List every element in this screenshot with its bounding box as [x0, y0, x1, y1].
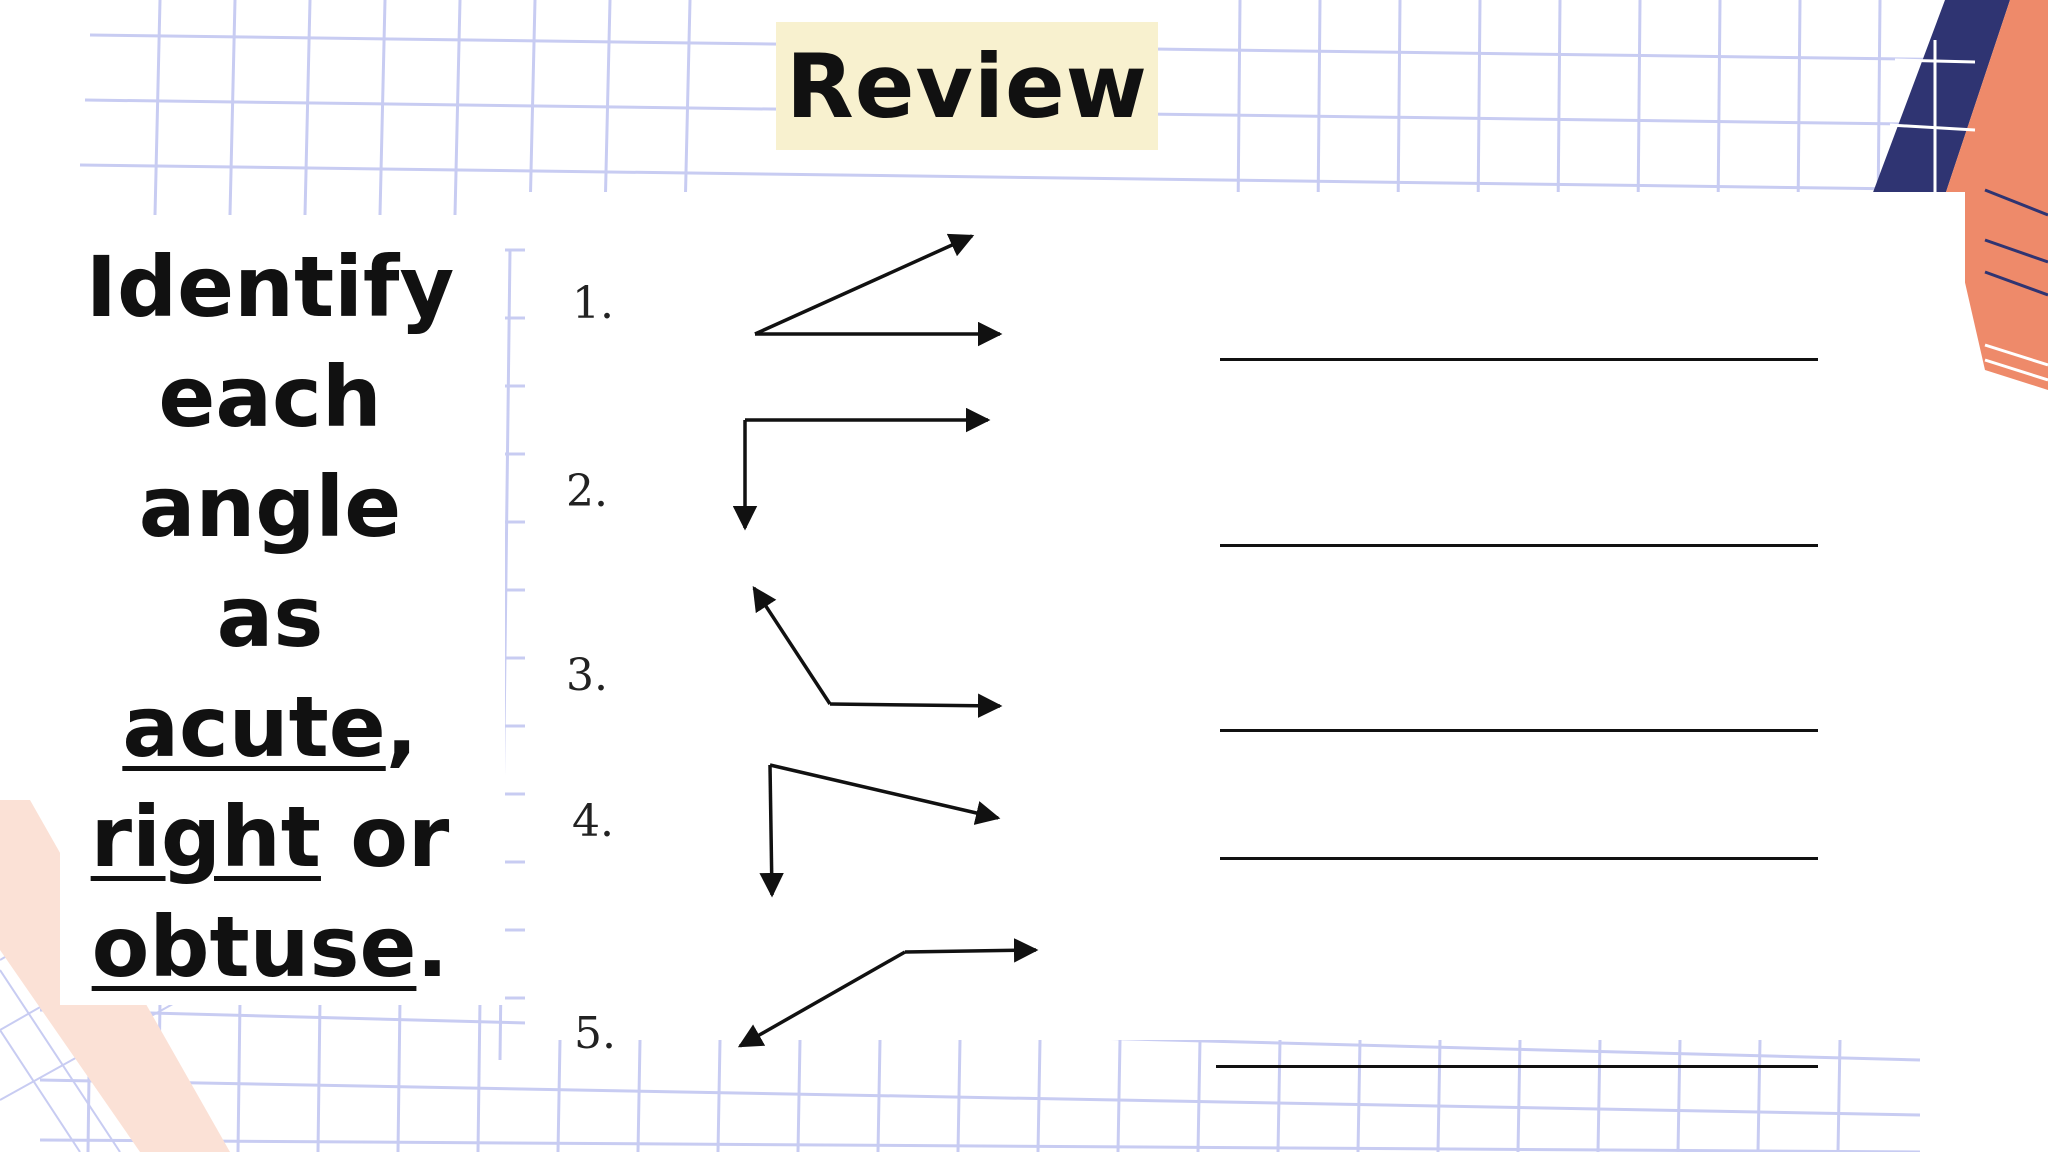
item-number-4: 4. — [572, 796, 614, 847]
word-or: or — [320, 788, 450, 886]
instruction-line-2: each — [158, 348, 382, 446]
item-number-5: 5. — [574, 1008, 616, 1059]
instruction-line-3: angle — [138, 458, 402, 556]
instruction-line-4: as — [216, 568, 324, 666]
angle-3-obtuse — [752, 585, 1003, 718]
navy-stripe — [1872, 0, 2010, 195]
word-obtuse: obtuse — [91, 898, 417, 996]
answer-line-2[interactable] — [1220, 544, 1818, 547]
answer-line-1[interactable] — [1220, 358, 1818, 361]
title-banner: Review — [776, 22, 1158, 150]
answer-line-3[interactable] — [1220, 729, 1818, 732]
comma: , — [385, 678, 418, 776]
angle-5-obtuse — [737, 938, 1039, 1048]
grid-top — [79, 0, 1981, 216]
answer-line-4[interactable] — [1220, 857, 1818, 860]
instruction-line-1: Identify — [85, 238, 455, 336]
instruction-line-6: right or — [50, 782, 490, 892]
word-acute: acute — [122, 678, 386, 776]
answer-line-5[interactable] — [1216, 1065, 1818, 1068]
word-right: right — [90, 788, 321, 886]
instruction-line-5: acute, — [50, 672, 490, 782]
angle-1-acute — [754, 233, 1003, 347]
item-number-3: 3. — [566, 650, 608, 701]
coral-stripe-lines — [1984, 188, 2048, 297]
item-number-1: 1. — [572, 278, 614, 329]
instruction-line-7: obtuse. — [50, 892, 490, 1002]
period: . — [416, 898, 449, 996]
angle-2-right — [732, 407, 991, 531]
instructions: Identify each angle as acute, right or o… — [50, 232, 490, 1002]
angle-4-acute — [759, 763, 1001, 898]
coral-stripe-white-lines — [1984, 343, 2048, 382]
left-panel — [60, 215, 505, 1005]
item-number-2: 2. — [566, 466, 608, 517]
page-title: Review — [786, 34, 1148, 138]
stripe-grid-overlay — [1889, 40, 1976, 195]
